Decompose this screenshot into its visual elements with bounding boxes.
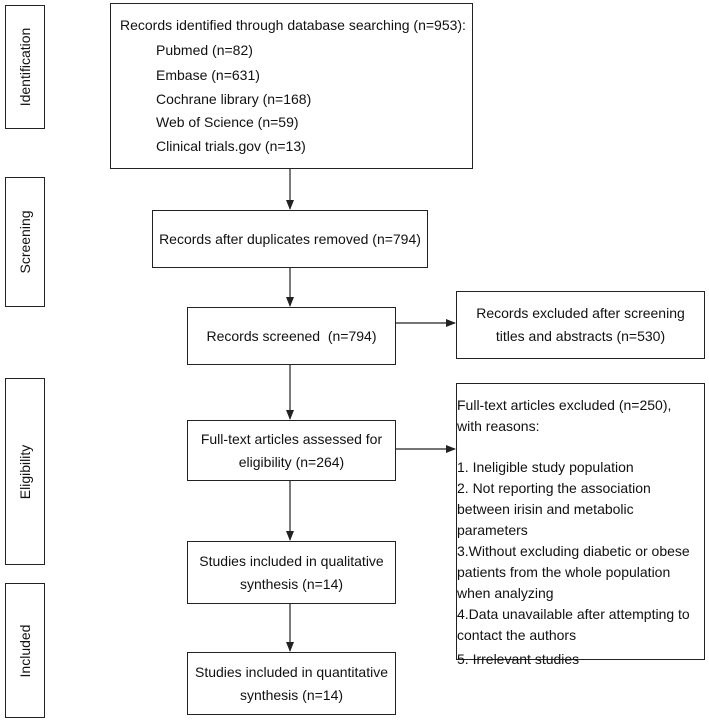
source-pubmed: Pubmed (n=82) <box>156 42 253 58</box>
fulltext-excluded-title: Full-text articles excluded (n=250), wit… <box>457 397 672 434</box>
exclusion-reason: 1. Ineligible study population <box>457 459 634 475</box>
exclusion-reason: 5. Irrelevant studies <box>457 651 580 667</box>
records-identified-title: Records identified through database sear… <box>120 17 466 33</box>
source-web-of-science: Web of Science (n=59) <box>156 114 299 130</box>
fulltext-assessed-text: Full-text articles assessed for eligibil… <box>200 430 383 470</box>
exclusion-reasons-list: 1. Ineligible study population 2. Not re… <box>457 457 699 670</box>
exclusion-reason: 4.Data unavailable after attempting to c… <box>457 606 690 643</box>
source-cochrane: Cochrane library (n=168) <box>156 91 312 107</box>
stage-eligibility: Eligibility <box>5 378 45 565</box>
exclusion-reason: 3.Without excluding diabetic or obese pa… <box>457 543 690 601</box>
records-identified-box: Records identified through database sear… <box>110 3 473 169</box>
exclusion-reason: 2. Not reporting the association between… <box>457 480 651 538</box>
excluded-screening-box: Records excluded after screening titles … <box>456 291 705 359</box>
stage-screening: Screening <box>5 177 45 307</box>
duplicates-removed-box: Records after duplicates removed (n=794) <box>152 210 428 268</box>
source-embase: Embase (n=631) <box>156 67 260 83</box>
qualitative-synthesis-text: Studies included in qualitative synthesi… <box>199 552 384 592</box>
qualitative-synthesis-box: Studies included in qualitative synthesi… <box>187 541 396 604</box>
excluded-screening-text: Records excluded after screening titles … <box>476 305 685 344</box>
stage-included: Included <box>5 583 45 718</box>
stage-identification: Identification <box>5 5 45 129</box>
quantitative-synthesis-box: Studies included in quantitative synthes… <box>187 652 396 715</box>
fulltext-excluded-box: Full-text articles excluded (n=250), wit… <box>456 383 705 667</box>
duplicates-removed-text: Records after duplicates removed (n=794) <box>159 230 421 247</box>
source-clinical-trials: Clinical trials.gov (n=13) <box>156 138 306 154</box>
quantitative-synthesis-text: Studies included in quantitative synthes… <box>194 663 389 703</box>
fulltext-assessed-box: Full-text articles assessed for eligibil… <box>187 420 396 481</box>
records-screened-box: Records screened (n=794) <box>187 307 396 365</box>
records-screened-text: Records screened (n=794) <box>206 327 377 344</box>
